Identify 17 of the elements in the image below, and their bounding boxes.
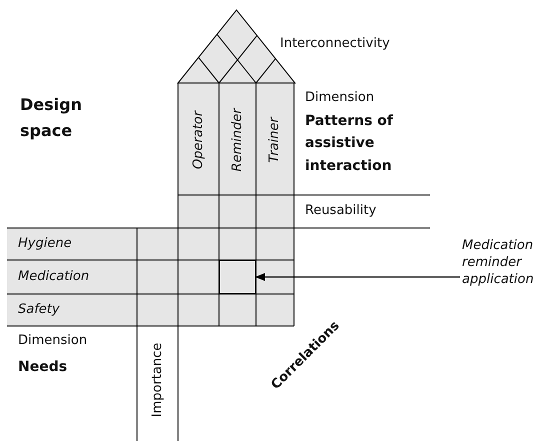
dimension-title: Patterns of assistive interaction bbox=[305, 112, 394, 176]
row-header: Hygiene bbox=[18, 236, 72, 252]
row-label: Reusability bbox=[305, 203, 376, 220]
dimension-label: Dimension bbox=[305, 90, 374, 106]
column-header: Trainer bbox=[266, 117, 283, 163]
section-heading: Design space bbox=[20, 94, 83, 142]
roof-label: Interconnectivity bbox=[280, 36, 390, 52]
matrix-cell bbox=[219, 260, 256, 294]
column-header: Reminder bbox=[229, 108, 246, 172]
dimension-label: Dimension bbox=[18, 333, 88, 350]
row-header: Safety bbox=[18, 302, 60, 318]
row-header: Medication bbox=[18, 269, 90, 286]
column-header: Operator bbox=[190, 110, 206, 170]
arrow bbox=[255, 273, 460, 281]
callout-text: Medication reminder application bbox=[462, 238, 559, 289]
column-header: Importance bbox=[150, 342, 166, 418]
dimension-title: Needs bbox=[18, 359, 68, 376]
